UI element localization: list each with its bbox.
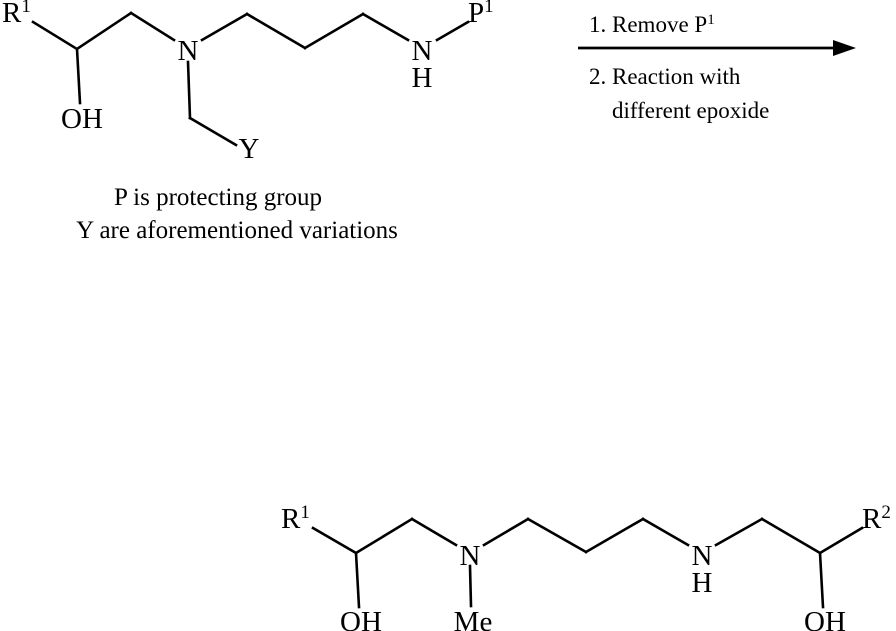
reactant-structure: R1 OH N Y N H P1 xyxy=(2,0,494,165)
condition-step-1: 1. Remove P1 xyxy=(589,12,715,37)
reaction-conditions: 1. Remove P1 2. Reaction with different … xyxy=(589,12,769,123)
product-bond-ch2-to-ch-right xyxy=(760,517,822,555)
bond-ch2-to-n xyxy=(129,11,176,42)
bond-n-to-ch2-y xyxy=(186,60,192,120)
product-label-n-secondary-h: H xyxy=(692,567,713,599)
bond-chain3-to-nh xyxy=(361,12,410,42)
caption-line-1: P is protecting group xyxy=(114,184,322,211)
product-bond-n-to-me xyxy=(468,564,473,608)
product-bond-nh-to-ch2 xyxy=(714,517,764,547)
product-bond-ch-to-oh xyxy=(354,551,361,609)
product-label-r2: R2 xyxy=(862,502,891,535)
reaction-arrow-group xyxy=(578,40,856,56)
reactant-label-n-secondary-h: H xyxy=(412,62,433,94)
bond-chain2-to-chain3 xyxy=(303,12,365,50)
product-bond-ch2-to-n xyxy=(410,517,458,547)
product-label-r1: R1 xyxy=(281,502,310,535)
reactant-label-n-secondary: N xyxy=(412,35,433,67)
bond-ch-to-ch2 xyxy=(75,11,133,51)
bond-n-to-chain1 xyxy=(200,12,249,42)
product-bond-n-to-chain1 xyxy=(482,517,530,547)
product-label-oh-left: OH xyxy=(340,606,382,631)
bond-ch-to-oh xyxy=(75,47,82,105)
product-label-me-branch: Me xyxy=(454,606,493,631)
product-bond-chain3-to-nh xyxy=(641,517,690,547)
product-bond-r1-to-ch xyxy=(311,526,358,555)
product-bond-chain1-to-chain2 xyxy=(526,517,588,554)
bond-ch2-to-y xyxy=(188,116,238,147)
reactant-label-p1: P1 xyxy=(468,0,494,29)
product-label-n-tertiary: N xyxy=(460,540,481,572)
product-bond-ch-to-oh-right xyxy=(818,551,825,609)
product-label-n-secondary: N xyxy=(692,540,713,572)
reactant-label-oh-left: OH xyxy=(61,103,103,135)
product-bond-ch-to-ch2 xyxy=(354,517,414,555)
product-bond-ch-to-r2 xyxy=(818,526,864,555)
bond-nh-to-p1 xyxy=(435,20,470,42)
caption-line-2: Y are aforementioned variations xyxy=(76,217,398,244)
reactant-label-r1: R1 xyxy=(2,0,31,29)
reactant-label-y-branch: Y xyxy=(239,133,260,165)
reactant-label-n-tertiary: N xyxy=(178,35,199,67)
product-label-oh-right: OH xyxy=(804,606,846,631)
bond-chain1-to-chain2 xyxy=(245,12,307,50)
bond-r1-to-ch xyxy=(31,20,79,51)
product-bond-chain2-to-chain3 xyxy=(584,517,645,554)
product-structure: R1 OH N Me N H OH R2 xyxy=(281,502,891,631)
condition-step-2-line-2: different epoxide xyxy=(612,98,769,123)
scheme-caption: P is protecting group Y are aforemention… xyxy=(76,184,398,244)
condition-step-2-line-1: 2. Reaction with xyxy=(589,64,741,89)
reaction-arrow-head xyxy=(833,40,856,56)
